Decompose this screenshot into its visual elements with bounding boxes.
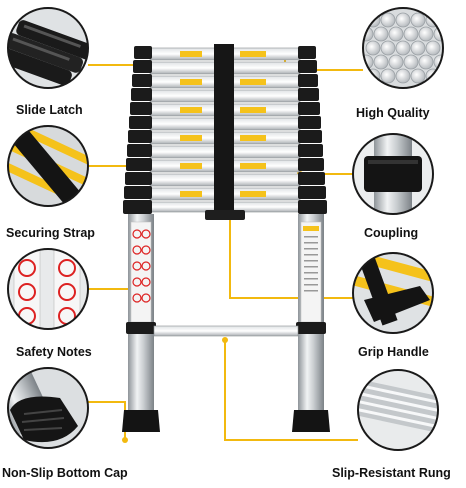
securing-strap-detail: [7, 125, 89, 207]
label-securing-strap: Securing Strap: [6, 226, 95, 240]
grip-handle: [205, 210, 245, 220]
slide-latch-detail: [7, 7, 89, 89]
label-grip-handle: Grip Handle: [358, 345, 429, 359]
grip-handle-detail: [352, 252, 434, 334]
bottom-rung: [153, 325, 299, 337]
label-high-quality: High Quality: [356, 106, 430, 120]
coupling-detail: [352, 133, 434, 215]
high-quality-detail: [362, 7, 444, 89]
bottom-cap-detail: [7, 367, 89, 449]
telescopic-ladder: [122, 44, 330, 432]
label-non-slip-bottom-cap: Non-Slip Bottom Cap: [2, 466, 128, 480]
safety-notes-detail: [7, 248, 89, 330]
label-safety-notes: Safety Notes: [16, 345, 92, 359]
label-slip-resistant-rung: Slip-Resistant Rung: [332, 466, 451, 480]
label-coupling: Coupling: [364, 226, 419, 240]
securing-strap: [214, 44, 234, 216]
right-bottom-cap: [292, 410, 330, 432]
slip-resistant-rung-detail: [357, 369, 439, 451]
rung-couplings: [123, 46, 327, 214]
left-bottom-cap: [122, 410, 160, 432]
label-slide-latch: Slide Latch: [16, 103, 83, 117]
rung-warning-stickers: [180, 51, 266, 197]
